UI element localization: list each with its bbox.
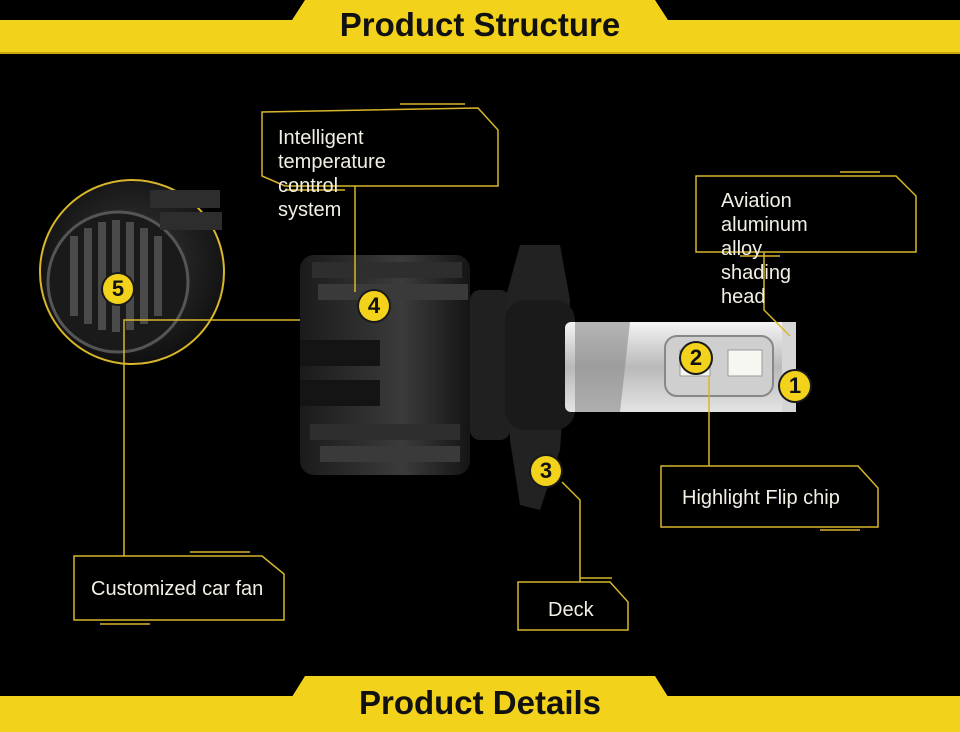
badge-5: 5 bbox=[103, 274, 133, 304]
callout-3-label: Deck bbox=[548, 599, 594, 621]
footer-banner: Product Details bbox=[0, 676, 960, 732]
footer-title: Product Details bbox=[358, 684, 602, 721]
header-banner-shape bbox=[0, 0, 960, 54]
callout-4-frame bbox=[261, 107, 499, 187]
callout-3-frame bbox=[517, 581, 629, 631]
callout-2-label: Highlight Flip chip bbox=[682, 487, 840, 509]
callout-5-label: Customized car fan bbox=[91, 578, 264, 600]
led-head bbox=[565, 322, 796, 412]
leader-lines bbox=[73, 107, 917, 631]
footer-banner-shape bbox=[0, 676, 960, 732]
callout-1-frame bbox=[695, 175, 917, 253]
badge-4: 4 bbox=[359, 291, 389, 321]
badge-3: 3 bbox=[531, 456, 561, 486]
callout-5-leader bbox=[123, 319, 300, 556]
frame-accents bbox=[100, 103, 880, 625]
header-banner: Product Structure bbox=[0, 0, 960, 54]
mounting-deck bbox=[505, 245, 575, 510]
fan-closeup bbox=[39, 179, 225, 365]
callout-1-label: Aviation aluminum alloy shading head bbox=[721, 190, 808, 308]
callout-3-leader bbox=[561, 481, 581, 582]
callout-5-frame bbox=[73, 555, 285, 621]
heat-sink bbox=[300, 255, 510, 475]
badge-2: 2 bbox=[681, 343, 711, 373]
callout-4-label: Intelligent temperature control system bbox=[278, 127, 386, 221]
callout-2-frame bbox=[660, 465, 879, 528]
header-title: Product Structure bbox=[339, 6, 621, 43]
badge-1: 1 bbox=[780, 371, 810, 401]
callout-1-leader bbox=[763, 252, 791, 337]
